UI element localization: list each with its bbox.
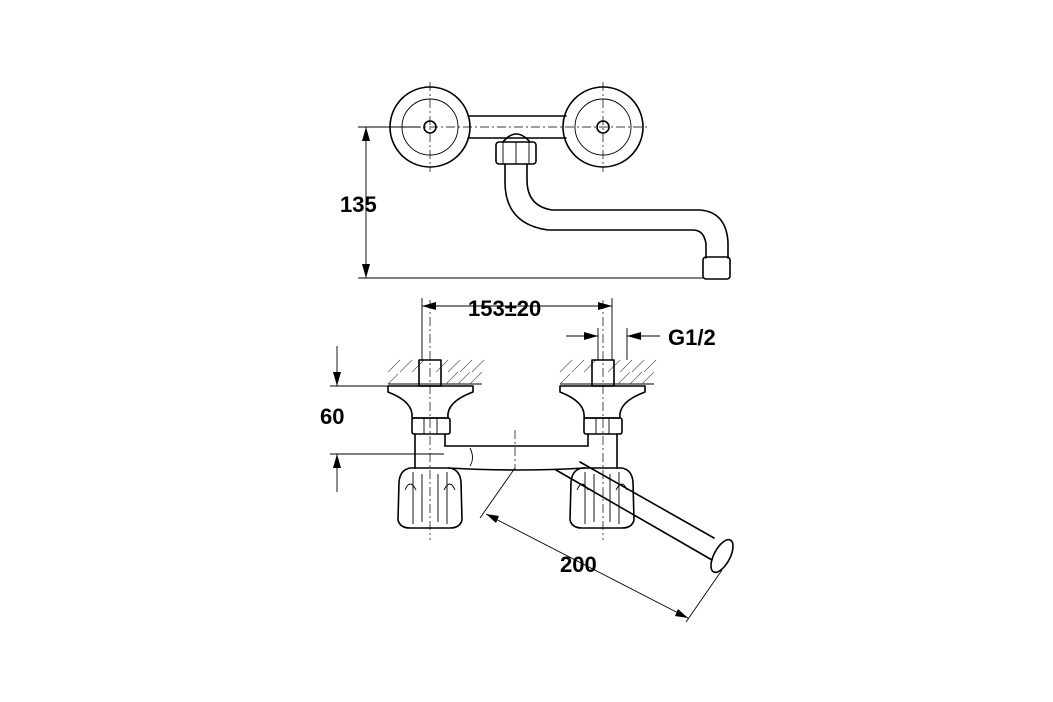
- wall-hatch-left: [387, 359, 485, 385]
- wall-hatch-right: [559, 359, 657, 385]
- front-view: 153±20 G1/2 60 200: [320, 296, 734, 623]
- left-handle-knob: [397, 467, 463, 529]
- label-height-135: 135: [340, 192, 377, 217]
- mixer-body: [444, 445, 589, 471]
- dimension-200: [479, 467, 723, 623]
- label-length-200: 200: [560, 552, 597, 577]
- dimension-153: [421, 298, 613, 360]
- left-valve-body: [387, 359, 474, 469]
- spout-front-view: [555, 461, 734, 574]
- dimension-135: [358, 126, 703, 279]
- right-valve-body: [559, 359, 646, 469]
- right-handle-knob: [569, 467, 635, 529]
- top-view: 135: [340, 82, 731, 280]
- dimension-60: [330, 346, 444, 492]
- label-spacing-153: 153±20: [468, 296, 541, 321]
- spout-aerator: [702, 256, 731, 280]
- label-thread-g12: G1/2: [668, 325, 716, 350]
- swivel-nut: [495, 133, 537, 165]
- spout-top-view: [504, 163, 729, 259]
- dimension-g12: [566, 328, 660, 360]
- label-height-60: 60: [320, 404, 344, 429]
- top-connecting-bar: [467, 115, 567, 139]
